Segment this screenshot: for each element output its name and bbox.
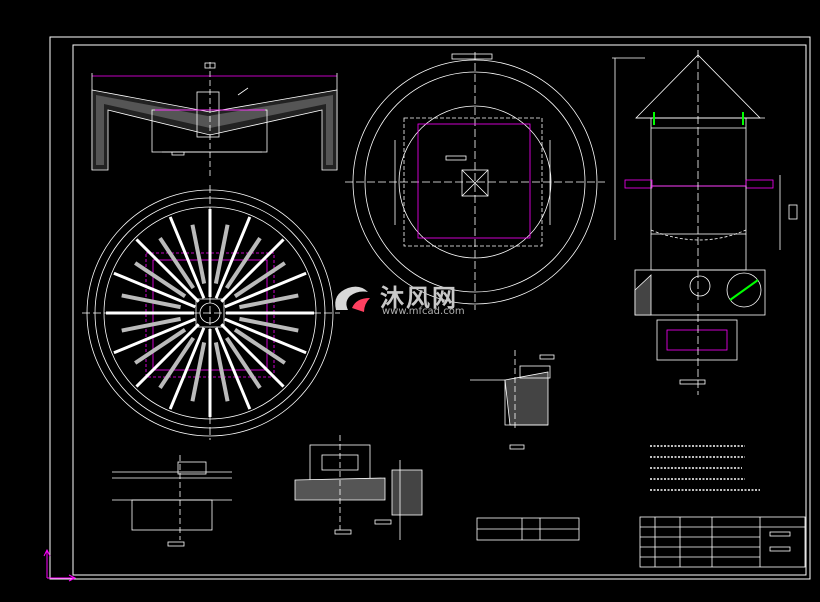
outer-frame bbox=[49, 36, 811, 580]
top-view bbox=[345, 52, 605, 310]
spoke bbox=[113, 317, 196, 355]
mfcad-logo-icon bbox=[335, 286, 370, 312]
spoke-pipe bbox=[225, 237, 262, 290]
spoke-pipe bbox=[239, 293, 299, 310]
spoke-pipe bbox=[134, 328, 187, 365]
spoke bbox=[135, 323, 200, 388]
spoke-pipe bbox=[225, 336, 262, 389]
watermark: 沐风网 www.mfcad.com bbox=[330, 278, 500, 318]
section-view bbox=[91, 62, 338, 178]
spoke-pipe bbox=[134, 261, 187, 298]
spoke-pipe bbox=[239, 316, 299, 333]
spoke bbox=[220, 238, 285, 303]
detail-a bbox=[470, 350, 555, 450]
spoke bbox=[214, 327, 252, 410]
watermark-url: www.mfcad.com bbox=[382, 306, 465, 317]
detail-b bbox=[112, 455, 232, 547]
spoke bbox=[113, 271, 196, 309]
spoke-pipe bbox=[158, 237, 195, 290]
spoke bbox=[168, 327, 206, 410]
title-block bbox=[639, 516, 806, 568]
spoke-pipe bbox=[233, 328, 286, 365]
spoke-pipe bbox=[121, 293, 181, 310]
spoke bbox=[224, 317, 307, 355]
spoke bbox=[214, 216, 252, 299]
plan-spokes bbox=[106, 209, 314, 417]
spoke-pipe bbox=[121, 316, 181, 333]
spoke bbox=[135, 238, 200, 303]
parts-table bbox=[476, 517, 580, 541]
spoke bbox=[224, 271, 307, 309]
detail-c bbox=[294, 435, 423, 540]
spoke bbox=[220, 323, 285, 388]
spoke-pipe bbox=[158, 336, 195, 389]
watermark-brand: 沐风网 bbox=[380, 284, 458, 312]
spoke bbox=[168, 216, 206, 299]
spoke-pipe bbox=[233, 261, 286, 298]
elevation-view bbox=[612, 50, 798, 395]
spoke-pipe bbox=[213, 342, 230, 402]
spoke-pipe bbox=[190, 342, 207, 402]
notes-block bbox=[650, 445, 760, 491]
inner-frame bbox=[72, 44, 807, 576]
spoke-pipe bbox=[213, 224, 230, 284]
ucs-icon bbox=[43, 548, 77, 582]
spoke-pipe bbox=[190, 224, 207, 284]
